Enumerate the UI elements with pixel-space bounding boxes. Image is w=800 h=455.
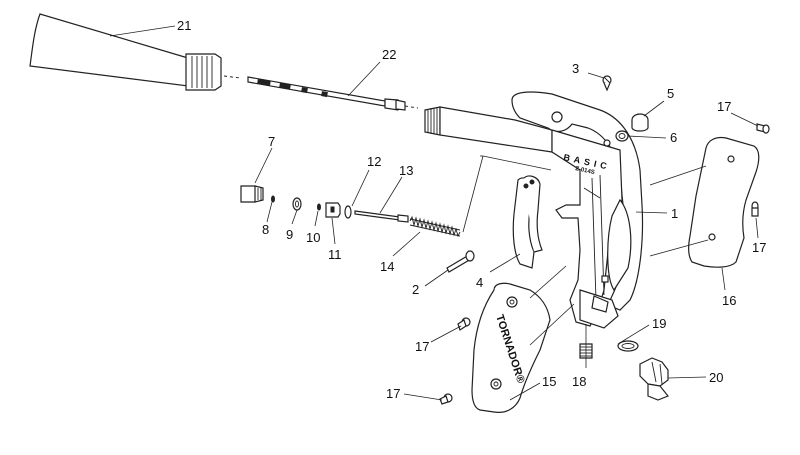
callout-1: 1 xyxy=(671,206,678,221)
part-20-hose-fitting xyxy=(639,357,669,401)
part-14-spring xyxy=(409,215,461,238)
callout-6: 6 xyxy=(670,130,677,145)
callout-labels: 21 22 3 5 6 17 7 8 9 10 11 12 13 14 2 4 … xyxy=(177,18,766,401)
callout-22: 22 xyxy=(382,47,396,62)
part-1-gun-body: BASIC Z-014S xyxy=(424,91,644,329)
part-15-left-grip: TORNADOR® xyxy=(471,282,551,413)
callout-8: 8 xyxy=(262,222,269,237)
part-12-seal xyxy=(344,205,352,219)
part-4-trigger-lever xyxy=(512,175,543,269)
callout-10: 10 xyxy=(306,230,320,245)
part-10-ring xyxy=(317,203,321,211)
part-7-fitting xyxy=(240,185,264,203)
part-6-o-ring xyxy=(615,130,629,142)
callout-15: 15 xyxy=(542,374,556,389)
callout-17-top: 17 xyxy=(717,99,731,114)
callout-12: 12 xyxy=(367,154,381,169)
part-17-screw-bottom xyxy=(439,393,453,405)
part-9-washer xyxy=(292,197,302,211)
callout-2: 2 xyxy=(412,282,419,297)
callout-17-middle: 17 xyxy=(415,339,429,354)
part-5-plug xyxy=(631,113,649,132)
part-17-screw-right xyxy=(751,201,759,217)
part-3-screw xyxy=(602,75,612,92)
part-21-cone-nozzle xyxy=(29,13,222,91)
part-19-o-ring xyxy=(617,340,639,352)
callout-18: 18 xyxy=(572,374,586,389)
callout-20: 20 xyxy=(709,370,723,385)
part-13-stem xyxy=(354,210,409,223)
callout-14: 14 xyxy=(380,259,394,274)
part-16-right-grip xyxy=(688,136,760,268)
part-17-screw-middle xyxy=(457,317,471,331)
callout-19: 19 xyxy=(652,316,666,331)
callout-13: 13 xyxy=(399,163,413,178)
callout-21: 21 xyxy=(177,18,191,33)
body-code-label: Z-014S xyxy=(575,166,596,176)
part-8-pin xyxy=(271,195,275,203)
callout-17-bottom: 17 xyxy=(386,386,400,401)
part-17-screw-top-right xyxy=(756,123,770,134)
callout-4: 4 xyxy=(476,275,483,290)
callout-9: 9 xyxy=(286,227,293,242)
part-2-pin xyxy=(446,250,475,273)
callout-3: 3 xyxy=(572,61,579,76)
part-22-tube xyxy=(223,75,419,111)
callout-5: 5 xyxy=(667,86,674,101)
callout-17-right: 17 xyxy=(752,240,766,255)
part-11-valve xyxy=(325,202,341,218)
callout-11: 11 xyxy=(328,247,342,262)
callout-16: 16 xyxy=(722,293,736,308)
callout-7: 7 xyxy=(268,134,275,149)
leader-lines xyxy=(109,25,759,401)
